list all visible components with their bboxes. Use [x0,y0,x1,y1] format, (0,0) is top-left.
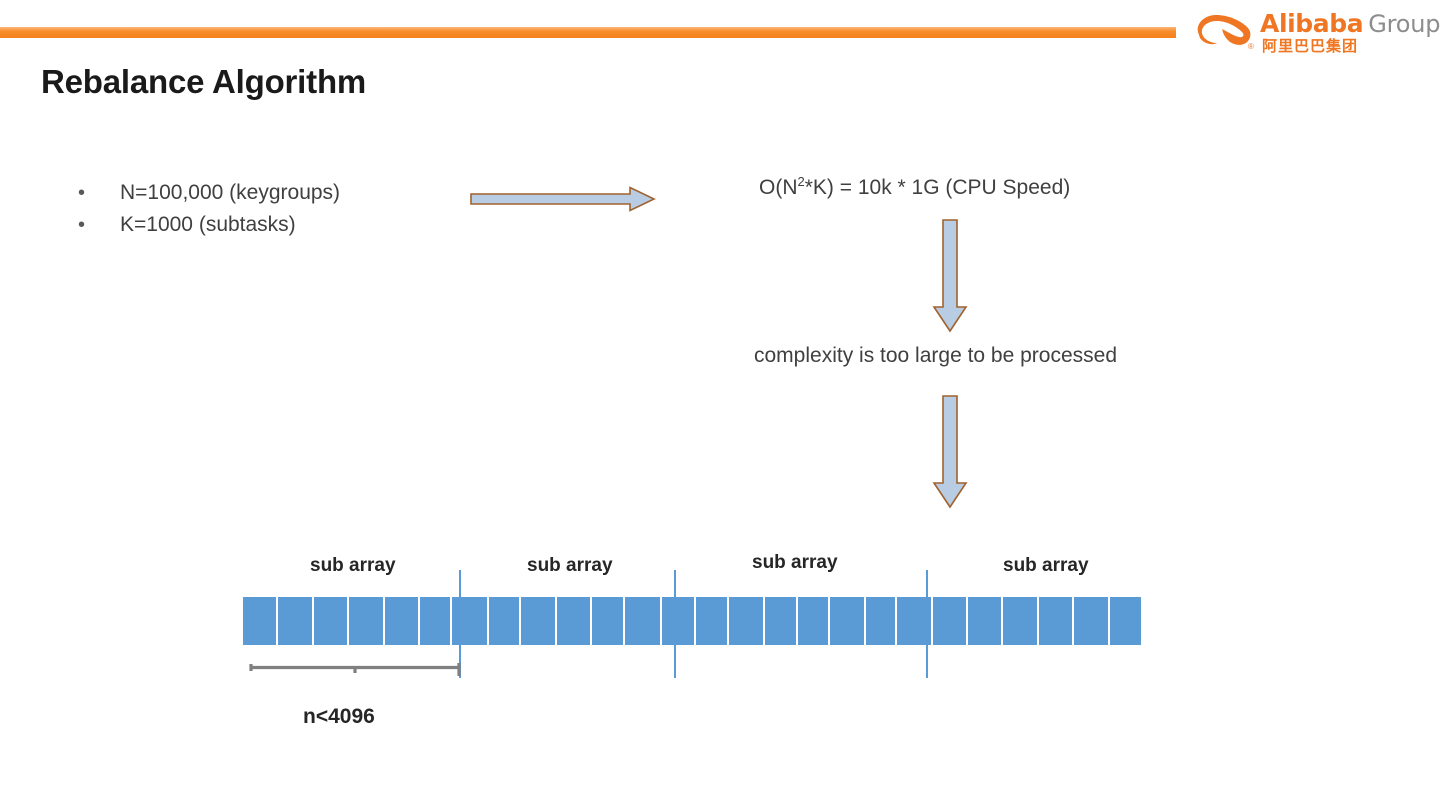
registered-mark: ® [1248,42,1254,51]
alibaba-mark-icon [1197,15,1251,45]
array-cell[interactable] [557,597,592,645]
list-item: • N=100,000 (keygroups) [78,178,340,210]
sub-array-label: sub array [1003,555,1089,576]
array-cell[interactable] [729,597,765,645]
down-arrow-icon [932,395,968,509]
sub-array-label: sub array [310,555,396,576]
right-arrow-icon [470,186,656,212]
array-cell[interactable] [349,597,385,645]
array-cell[interactable] [278,597,314,645]
bracket-label: n<4096 [303,705,375,728]
array-cell[interactable] [866,597,897,645]
segment-divider[interactable] [674,570,676,678]
complexity-formula: O(N2*K) = 10k * 1G (CPU Speed) [759,174,1071,200]
complexity-note: complexity is too large to be processed [754,344,1118,367]
array-cell[interactable] [420,597,452,645]
segment-divider[interactable] [459,570,461,678]
formula-suffix: *K) = 10k * 1G (CPU Speed) [804,176,1071,199]
array-cell[interactable] [452,597,489,645]
array-cell[interactable] [830,597,866,645]
formula-prefix: O(N [759,176,798,199]
list-item: • K=1000 (subtasks) [78,210,340,242]
page-title: Rebalance Algorithm [41,63,367,100]
logo-suffix-text: Group [1368,10,1440,38]
array-cell[interactable] [696,597,729,645]
array-cell[interactable] [1110,597,1141,645]
header-accent-band [0,27,1176,38]
array-cell[interactable] [1074,597,1110,645]
array-cell[interactable] [592,597,625,645]
list-item-label: K=1000 (subtasks) [120,213,296,236]
bullet-dot-icon: • [78,182,86,204]
array-cell[interactable] [765,597,798,645]
array-cell[interactable] [521,597,557,645]
sub-array-label: sub array [752,552,838,573]
bullet-dot-icon: • [78,214,86,236]
array-cell[interactable] [1003,597,1039,645]
array-cell[interactable] [385,597,420,645]
size-bracket [249,663,461,676]
array-cell[interactable] [1039,597,1074,645]
formula-exponent: 2 [797,174,805,189]
logo-brand-text: Alibaba [1260,9,1364,38]
logo-chinese-text: 阿里巴巴集团 [1262,37,1359,55]
array-cell[interactable] [933,597,968,645]
sub-array-label: sub array [527,555,613,576]
array-cell[interactable] [625,597,662,645]
list-item-label: N=100,000 (keygroups) [120,181,341,204]
array-cell[interactable] [662,597,696,645]
array-cell[interactable] [489,597,521,645]
array-cell[interactable] [968,597,1003,645]
array-cell[interactable] [798,597,830,645]
bullet-list: • N=100,000 (keygroups) • K=1000 (subtas… [78,178,340,242]
keygroup-array-bar[interactable] [243,597,1143,645]
array-cell[interactable] [314,597,349,645]
down-arrow-icon [932,219,968,333]
segment-divider[interactable] [926,570,928,678]
array-cell[interactable] [243,597,278,645]
